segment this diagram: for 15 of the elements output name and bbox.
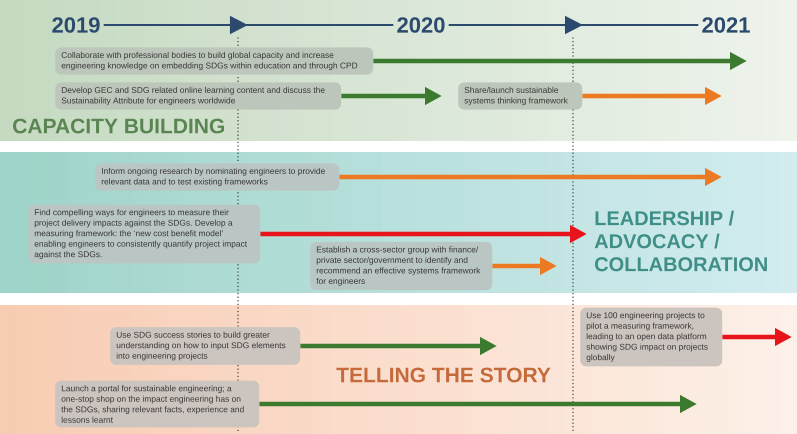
year-label: 2019 [52,17,100,33]
task-box: Use SDG success stories to build greater understanding on how to input SDG elements into engineering projects [110,327,300,365]
task-box: Collaborate with professional bodies to build global capacity and increase engineering knowledge on embedding SDGs within education and through CPD [55,47,374,75]
task-box: Develop GEC and SDG related online learning content and discuss the Sustainability Attribute for engineers worldwide [55,82,342,110]
task-box: Establish a cross-sector group with finance/ private sector/government to identify and recommend an effective systems framework for engineers [310,242,492,290]
task-box: Launch a portal for sustainable engineering; a one-stop shop on the impact engineering has on the SDGs, sharing relevant facts, experience and lessons learnt [55,380,260,428]
year-label: 2020 [397,17,445,33]
node-label: CAPACITY BUILDING [13,118,224,134]
year-label: 2021 [702,17,750,33]
task-box: Use 100 engineering projects to pilot a measuring framework, leading to an open data platform showing SDG impact on projects globally [580,308,722,366]
node-label: LEADERSHIP / ADVOCACY / COLLABORATION [594,210,767,272]
task-box: Share/launch sustainable systems thinking framework [458,82,582,110]
task-box: Inform ongoing research by nominating engineers to provide relevant data and to test existing frameworks [95,163,340,191]
task-box: Find compelling ways for engineers to measure their project delivery impacts against the SDGs. Develop a measuring framework: the ‘new cost benefit model’ enabling engineers to consistently quantify project impact against the SDGs. [28,204,260,264]
node-label: TELLING THE STORY [336,368,551,382]
